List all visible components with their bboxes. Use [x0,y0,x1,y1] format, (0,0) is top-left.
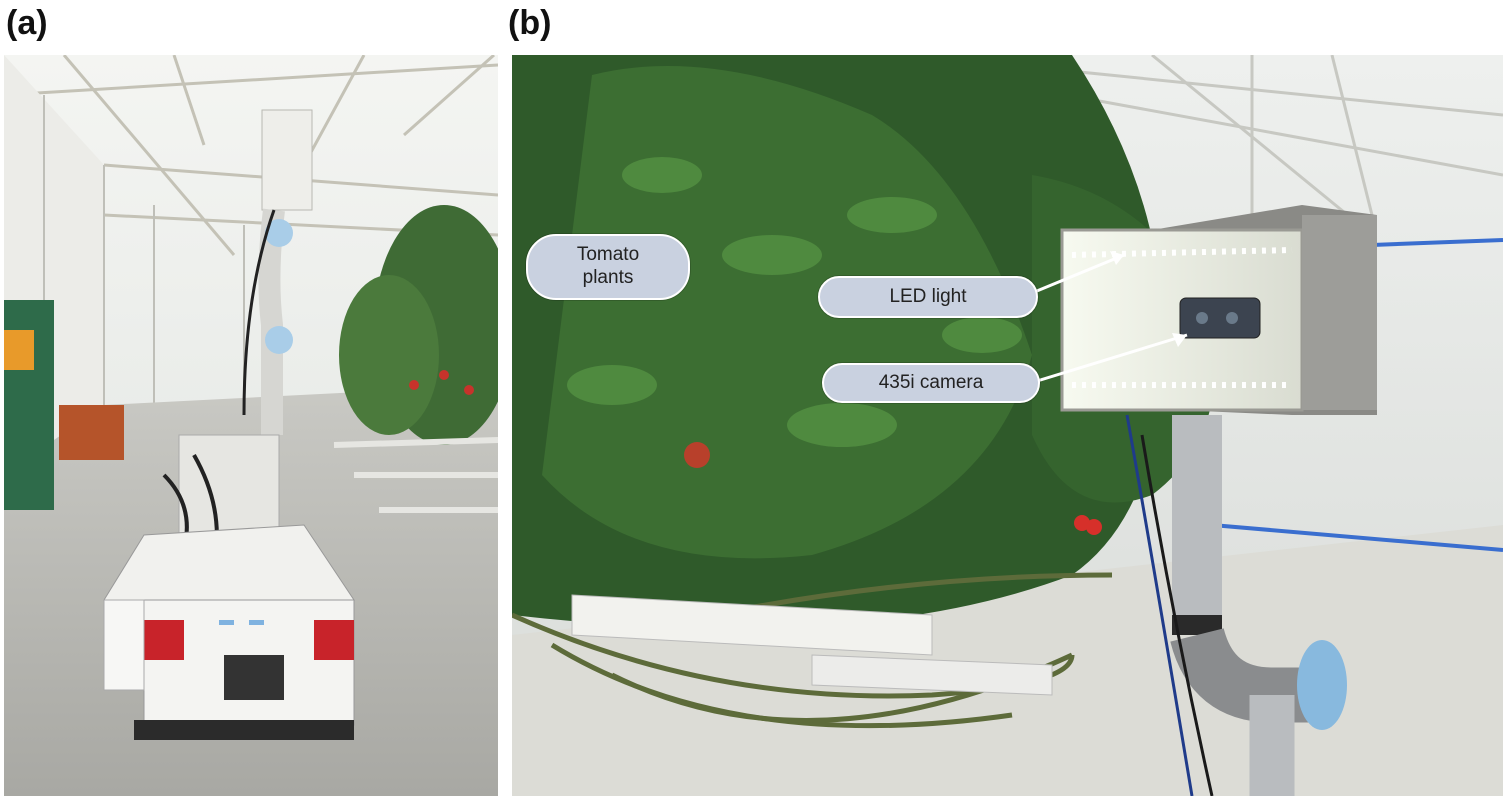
panel-label-b: (b) [508,4,552,42]
callout-camera: 435i camera [822,363,1040,403]
callout-tomato-plants: Tomato plants [526,234,690,300]
callout-led-light: LED light [818,276,1038,318]
photo-tomato-plants-camera [512,55,1503,796]
photo-robot-greenhouse [4,55,498,796]
panel-label-a: (a) [6,4,48,42]
